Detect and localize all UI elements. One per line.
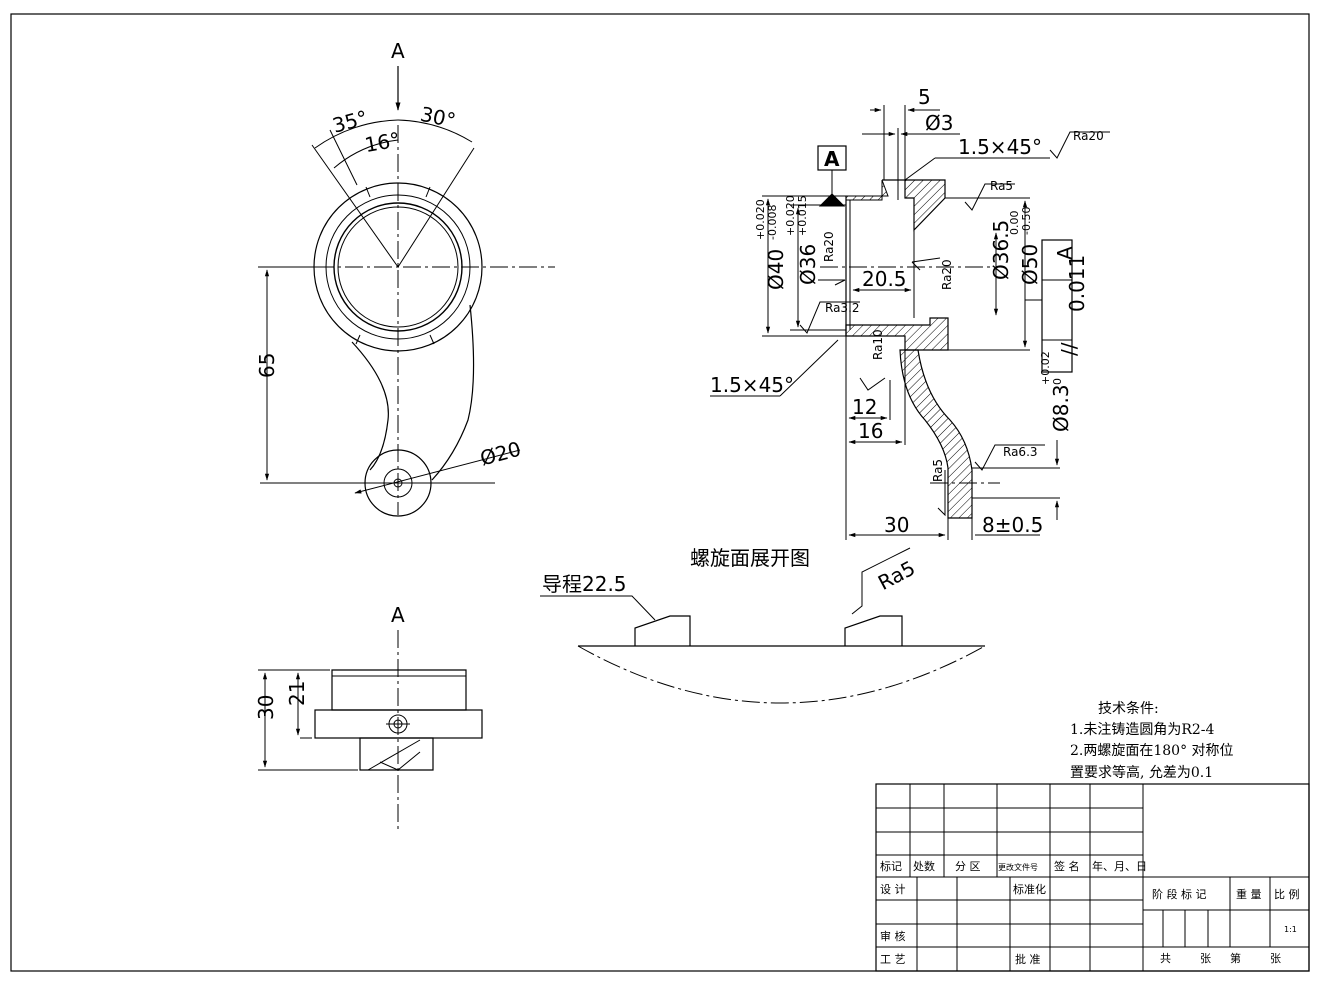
- phi8-3-tol-upper: +0.02: [1039, 351, 1052, 385]
- dim-8-label: 8±0.5: [982, 513, 1043, 537]
- tolerance-datum: A: [1053, 246, 1077, 260]
- chamfer-bottom-label: 1.5×45°: [710, 373, 794, 397]
- phi40-tol-upper: +0.020: [754, 199, 767, 240]
- dim-16-label: 16: [858, 419, 883, 443]
- tolerance-symbol: //: [1057, 342, 1081, 356]
- ra5-b-label: Ra5: [931, 459, 945, 482]
- tb-process: 工 艺: [880, 953, 906, 966]
- tb-scale-value: 1:1: [1284, 925, 1297, 934]
- tech-notes-title: 技术条件:: [1098, 700, 1159, 717]
- ra10-label: Ra10: [871, 329, 885, 360]
- phi40-label: Ø40: [764, 249, 788, 290]
- dim-30-label: 30: [884, 513, 909, 537]
- angle-30-label: 30°: [418, 102, 458, 133]
- ra20-c-label: Ra20: [940, 259, 954, 290]
- tech-notes-line3: 置要求等高, 允差为0.1: [1070, 764, 1213, 781]
- helix-ra5-label: Ra5: [874, 556, 919, 595]
- dim-65-label: 65: [255, 353, 279, 378]
- tb-count: 处数: [913, 860, 935, 873]
- ra5-a-label: Ra5: [990, 179, 1013, 193]
- top-view: [258, 66, 555, 517]
- tb-mark: 标记: [880, 859, 902, 873]
- phi36-tol-upper: +0.020: [784, 195, 797, 236]
- dim-12-label: 12: [852, 395, 877, 419]
- phi36-label: Ø36: [796, 244, 820, 285]
- phi36-5-label: Ø36.5: [989, 220, 1013, 280]
- tb-sign: 签 名: [1054, 859, 1080, 873]
- phi36-tol-lower: +0.015: [796, 195, 809, 236]
- tb-total: 共: [1160, 952, 1171, 965]
- dim-20-5-label: 20.5: [862, 267, 907, 291]
- ra-top-label: Ra20: [1073, 129, 1104, 143]
- tb-sheet-no: 第: [1230, 951, 1241, 965]
- tb-sheet: 张: [1270, 952, 1281, 965]
- view-label-a-bottom: A: [391, 603, 405, 627]
- tolerance-value: 0.011: [1065, 255, 1089, 312]
- tb-date: 年、月、日: [1092, 859, 1147, 873]
- side-view: [258, 630, 483, 830]
- section-dim-5: 5: [918, 85, 931, 109]
- tb-zone: 分 区: [955, 860, 981, 873]
- sheet-border: [10, 13, 1310, 972]
- phi50-tol-upper: 0.00: [1008, 211, 1021, 236]
- tech-notes-line1: 1.未注铸造圆角为R2-4: [1070, 722, 1215, 738]
- angle-16-label: 16°: [363, 127, 402, 157]
- dim-phi20-label: Ø20: [477, 437, 523, 471]
- tb-scale: 比 例: [1274, 887, 1300, 901]
- phi50-label: Ø50: [1018, 244, 1042, 285]
- tb-sheets: 张: [1200, 952, 1211, 965]
- tech-notes-line2: 2.两螺旋面在180° 对称位: [1070, 743, 1234, 759]
- helix-title: 螺旋面展开图: [690, 546, 810, 570]
- phi50-tol-lower: -0.50: [1020, 207, 1033, 235]
- section-view: [710, 105, 1110, 540]
- tb-review: 审 核: [880, 929, 906, 943]
- tb-design: 设 计: [880, 883, 906, 896]
- tb-docno: 更改文件号: [998, 862, 1038, 872]
- helix-lead-label: 导程22.5: [542, 572, 627, 596]
- tb-approve: 批 准: [1015, 952, 1041, 966]
- ra20-b-label: Ra20: [822, 231, 836, 262]
- ra3-2-label: Ra3.2: [825, 301, 860, 315]
- side-dim-30-label: 30: [254, 695, 278, 720]
- helix-development: [540, 547, 986, 704]
- tb-weight: 重 量: [1236, 887, 1262, 901]
- chamfer-top-label: 1.5×45°: [958, 135, 1042, 159]
- section-dim-phi3: Ø3: [925, 111, 953, 135]
- tb-stage-mark: 阶 段 标 记: [1152, 887, 1207, 901]
- title-block: [875, 783, 1310, 972]
- phi8-3-tol-lower: 0: [1051, 378, 1064, 385]
- phi8-3-label: Ø8.3: [1049, 384, 1073, 432]
- phi40-tol-lower: -0.008: [766, 205, 779, 240]
- ra6-3-label: Ra6.3: [1003, 445, 1038, 459]
- datum-a-label: A: [824, 147, 840, 171]
- side-dim-21-label: 21: [285, 681, 309, 706]
- tb-standard: 标准化: [1013, 882, 1046, 896]
- view-label-a-top: A: [391, 39, 405, 63]
